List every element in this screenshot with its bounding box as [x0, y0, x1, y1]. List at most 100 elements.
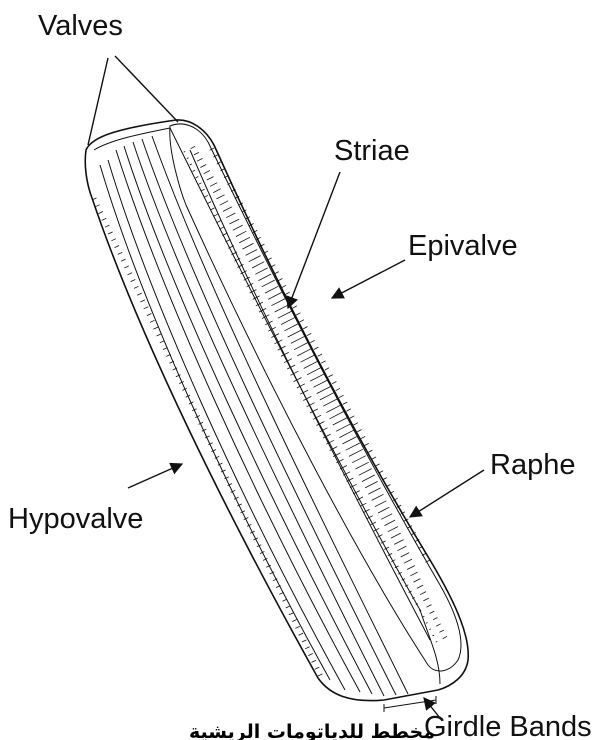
girdle-bands-label: Girdle Bands: [424, 711, 592, 740]
stria: [365, 481, 378, 488]
stria: [278, 311, 292, 318]
margin-tick: [286, 606, 291, 608]
margin-tick: [315, 667, 320, 669]
striae-lines: [184, 146, 447, 642]
margin-tick: [364, 443, 368, 445]
stria: [301, 355, 316, 363]
stria: [385, 520, 396, 526]
stria: [404, 559, 412, 563]
margin-tick: [372, 457, 376, 459]
stria: [226, 213, 235, 218]
stria: [193, 170, 195, 171]
margin-tick: [150, 320, 155, 322]
margin-tick: [157, 334, 162, 336]
margin-tick: [108, 232, 113, 234]
stria: [208, 202, 212, 204]
margin-tick: [285, 292, 289, 294]
stria: [297, 348, 312, 356]
stria: [333, 418, 348, 426]
stria: [307, 367, 322, 375]
stria: [368, 488, 380, 494]
margin-tick: [118, 252, 123, 254]
stria: [200, 165, 206, 168]
stria: [210, 208, 214, 210]
margin-tick: [153, 327, 158, 329]
stria: [388, 527, 398, 532]
stria: [187, 158, 189, 159]
valves-leader-right: [115, 56, 178, 122]
stria: [317, 386, 332, 394]
stria: [281, 317, 295, 324]
margin-tick: [147, 314, 152, 316]
margin-tick: [278, 279, 282, 281]
margin-tick: [111, 239, 116, 241]
striae-arrow: [288, 172, 340, 308]
margin-tick: [295, 626, 300, 628]
stria: [433, 635, 435, 636]
margin-tick: [292, 620, 297, 622]
margin-tick: [124, 266, 129, 268]
stria: [255, 268, 267, 274]
margin-tick: [274, 272, 278, 274]
stria: [355, 462, 368, 469]
stria: [330, 411, 345, 419]
valves-label: Valves: [38, 10, 123, 42]
stria: [259, 274, 272, 281]
stria: [217, 195, 225, 199]
stria: [291, 336, 306, 344]
margin-tick: [131, 280, 136, 282]
stria: [433, 618, 437, 620]
stria: [410, 572, 417, 576]
stria: [423, 598, 429, 601]
margin-tick: [289, 613, 294, 615]
stria: [429, 629, 431, 630]
margin-tick: [282, 285, 286, 287]
stria: [394, 540, 403, 545]
margin-tick: [296, 313, 300, 315]
stria: [252, 262, 264, 268]
hypovalve-label: Hypovalve: [8, 503, 143, 535]
stria: [204, 171, 210, 174]
stria: [323, 399, 338, 407]
stria: [339, 430, 353, 437]
stria: [262, 280, 275, 287]
margin-tick: [121, 259, 126, 261]
epivalve-label: Epivalve: [408, 230, 518, 262]
stria: [184, 151, 186, 152]
margin-tick: [302, 640, 307, 642]
margin-tick: [325, 368, 329, 370]
stria: [343, 437, 357, 444]
margin-tick: [354, 423, 358, 425]
stria: [414, 579, 421, 583]
margin-tick: [368, 450, 372, 452]
margin-tick: [299, 633, 304, 635]
stria: [268, 292, 282, 299]
margin-tick: [350, 416, 354, 418]
margin-tick: [357, 430, 361, 432]
girdle-lines: [94, 128, 440, 696]
stria: [326, 405, 341, 413]
stria: [427, 605, 432, 608]
stria: [216, 221, 221, 223]
stria: [210, 183, 217, 187]
stria: [362, 475, 375, 482]
stria: [426, 623, 428, 624]
stria: [223, 207, 232, 212]
stria: [275, 305, 289, 312]
stria: [242, 243, 253, 249]
margin-tick: [300, 320, 304, 322]
margin-tick: [336, 388, 340, 390]
striae-label: Striae: [334, 135, 410, 167]
margin-tick: [318, 674, 323, 676]
stria: [420, 592, 426, 595]
stria: [352, 456, 366, 463]
stria: [372, 494, 384, 500]
raphe-label: Raphe: [490, 449, 575, 481]
stria: [313, 380, 328, 388]
stria: [417, 585, 423, 588]
stria: [346, 443, 360, 450]
stria: [196, 177, 199, 178]
stria: [401, 553, 410, 557]
margin-tick: [308, 654, 313, 656]
margin-tick: [361, 436, 365, 438]
